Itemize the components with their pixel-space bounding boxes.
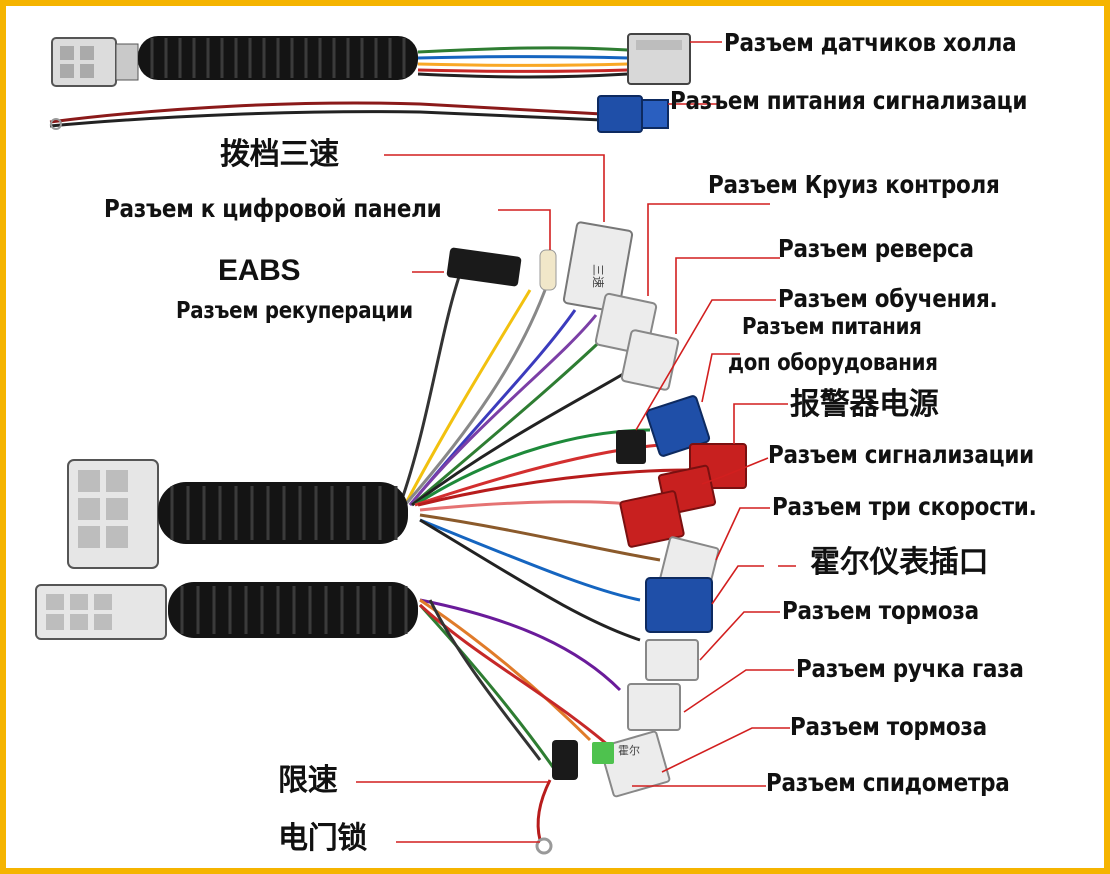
connector-mark-hall: 霍尔: [618, 744, 640, 757]
connector-speedometer: [592, 742, 614, 764]
label-reverse: Разъем реверса: [778, 234, 974, 263]
main-harness-bundle-upper: [67, 459, 408, 569]
label-brake-2: Разъем тормоза: [790, 712, 987, 741]
connector-aux-power: [645, 395, 711, 457]
label-aux-power-2: доп оборудования: [728, 350, 938, 376]
connector-speed-limit: [552, 740, 578, 780]
label-alarm: Разъем сигнализации: [768, 440, 1034, 469]
connector-three-speed-top: 三速: [562, 221, 634, 313]
label-recuperation: Разъем рекуперации: [176, 298, 413, 324]
label-throttle: Разъем ручка газа: [796, 654, 1024, 683]
connector-throttle: [627, 683, 681, 731]
label-learning: Разъем обучения.: [778, 284, 998, 313]
connector-learning: [616, 430, 646, 464]
main-harness-bundle-lower: [35, 582, 418, 640]
alarm-power-cable: [49, 95, 669, 133]
label-eabs: EABS: [218, 254, 301, 287]
connector-hall-meter: [645, 577, 713, 633]
connector-brake-1: [645, 639, 699, 681]
ring-terminal-ignition: [535, 837, 553, 855]
label-three-speed: Разъем три скорости.: [772, 492, 1037, 521]
label-speed-limit-cn: 限速: [278, 763, 338, 798]
label-three-speed-cn: 拨档三速: [220, 137, 339, 172]
label-brake-1: Разъем тормоза: [782, 596, 979, 625]
connector-alarm: [619, 464, 717, 548]
connector-mark-three-speed: 三速: [591, 264, 605, 288]
label-cruise: Разъем Круиз контроля: [708, 170, 1000, 199]
label-alarm-power: Разъем питания сигнализаци: [670, 86, 1028, 115]
label-hall-meter-cn: 霍尔仪表插口: [810, 545, 989, 580]
connector-reverse: [620, 329, 680, 391]
label-speedometer: Разъем спидометра: [766, 768, 1010, 797]
connector-brake-2: 霍尔: [599, 730, 671, 798]
label-ignition-lock-cn: 电门锁: [278, 821, 368, 856]
connector-eabs: [446, 247, 522, 287]
label-alarm-power-cn: 报警器电源: [790, 387, 939, 422]
hall-sensor-cable: [51, 33, 691, 87]
label-hall-sensor: Разъем датчиков холла: [724, 28, 1017, 57]
harness-wire-fan: [398, 267, 691, 841]
label-aux-power-1: Разъем питания: [742, 314, 922, 340]
leader-lines: [356, 41, 796, 843]
connector-digital-panel: [539, 249, 557, 291]
label-digital-panel: Разъем к цифровой панели: [104, 194, 442, 223]
